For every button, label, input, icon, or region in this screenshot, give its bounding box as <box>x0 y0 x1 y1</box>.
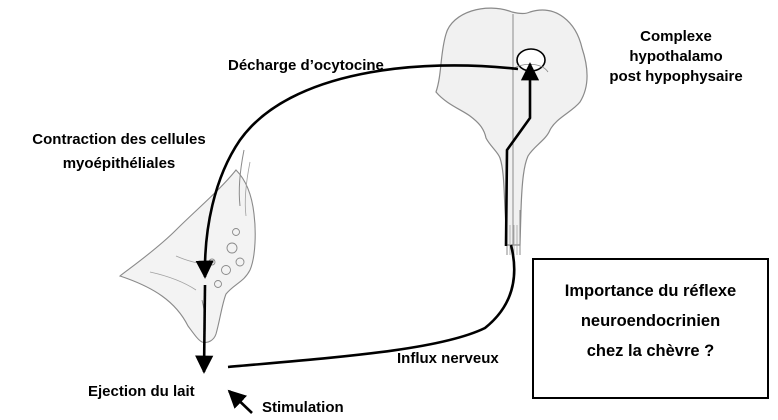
gland-outline <box>120 170 255 343</box>
ejection-label: Ejection du lait <box>88 382 195 402</box>
contraction-label-line-2: myoépithéliales <box>4 154 234 174</box>
question-line-1: Importance du réflexe <box>534 278 767 304</box>
brain-outline <box>436 8 587 245</box>
contraction-label-line-1: Contraction des cellules <box>4 130 234 150</box>
hypothalamo-label-line-2: hypothalamo <box>583 47 769 67</box>
hypothalamo-label-line-1: Complexe <box>583 27 769 47</box>
question-line-2: neuroendocrinien <box>534 308 767 334</box>
stimulation-label: Stimulation <box>262 398 344 418</box>
question-line-3: chez la chèvre ? <box>534 338 767 364</box>
stimulation-arrow <box>229 391 252 413</box>
contraction-label: Contraction des cellules myoépithéliales <box>4 130 234 174</box>
hypothalamo-label: Complexe hypothalamo post hypophysaire <box>583 27 769 87</box>
mammary-gland-illustration <box>120 150 255 343</box>
hypothalamo-label-line-3: post hypophysaire <box>583 67 769 87</box>
nerve-influx-label: Influx nerveux <box>397 349 499 369</box>
question-box: Importance du réflexe neuroendocrinien c… <box>532 258 769 399</box>
contraction-arrow <box>204 285 205 372</box>
oxytocin-label: Décharge d’ocytocine <box>228 56 384 76</box>
hypothalamo-pituitary-illustration <box>436 8 587 255</box>
